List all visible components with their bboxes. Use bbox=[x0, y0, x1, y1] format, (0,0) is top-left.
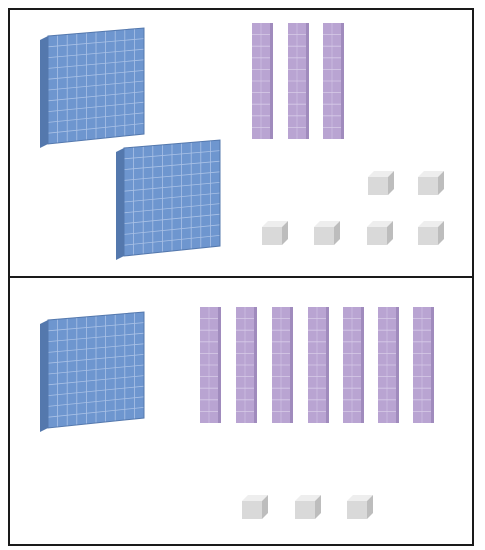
ten-rod bbox=[270, 306, 296, 424]
hundred-flat bbox=[38, 308, 150, 438]
ten-rod bbox=[306, 306, 332, 424]
unit-cube bbox=[364, 168, 400, 198]
ten-rod bbox=[286, 22, 312, 140]
panel-top bbox=[8, 8, 474, 278]
unit-cube bbox=[310, 218, 346, 248]
unit-cube bbox=[291, 492, 327, 522]
unit-cube bbox=[258, 218, 294, 248]
ten-rod bbox=[411, 306, 437, 424]
ten-rod bbox=[321, 22, 347, 140]
ten-rod bbox=[376, 306, 402, 424]
unit-cube bbox=[238, 492, 274, 522]
ten-rod bbox=[341, 306, 367, 424]
unit-cube bbox=[343, 492, 379, 522]
unit-cube bbox=[414, 168, 450, 198]
unit-cube bbox=[363, 218, 399, 248]
panel-bottom bbox=[8, 276, 474, 546]
hundred-flat bbox=[38, 24, 150, 154]
hundred-flat bbox=[114, 136, 226, 266]
ten-rod bbox=[234, 306, 260, 424]
ten-rod bbox=[250, 22, 276, 140]
ten-rod bbox=[198, 306, 224, 424]
unit-cube bbox=[414, 218, 450, 248]
